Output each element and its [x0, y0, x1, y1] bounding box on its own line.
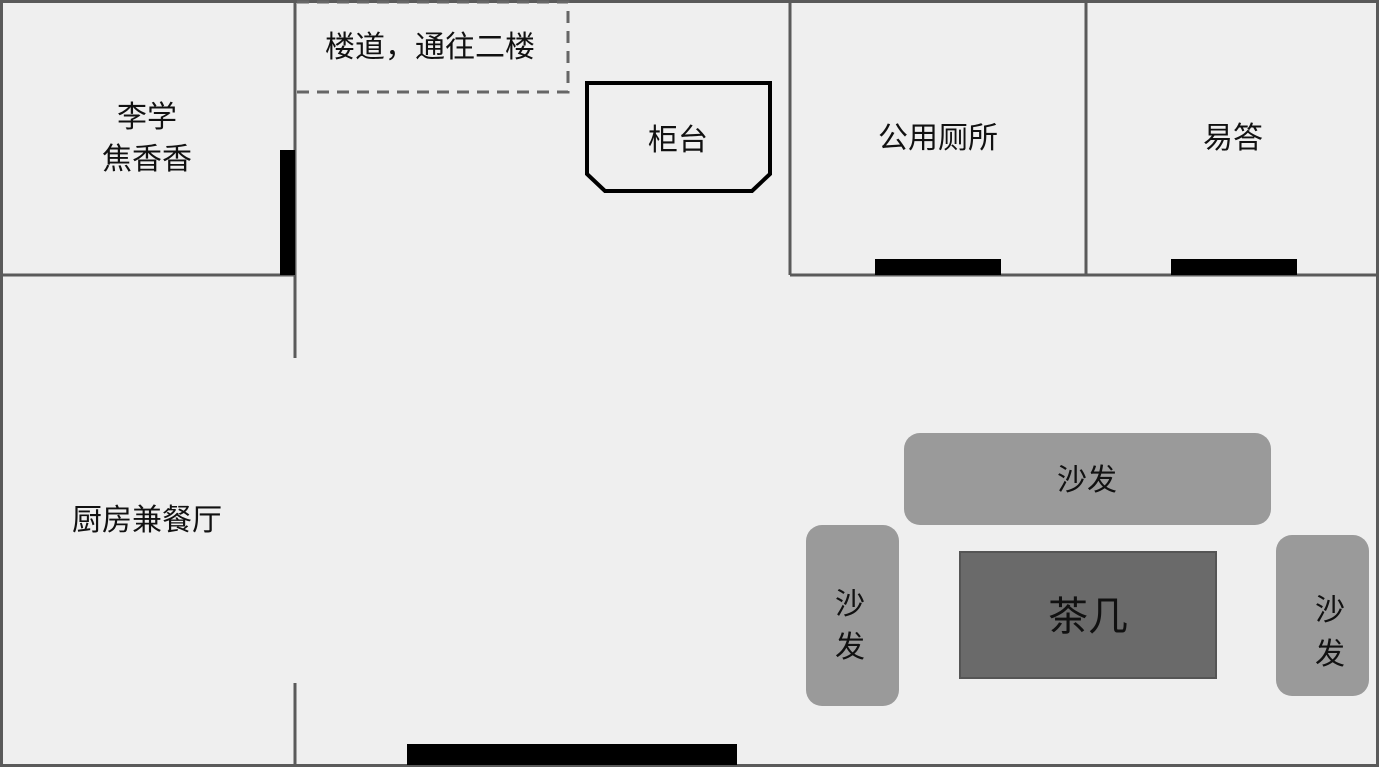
counter-label: 柜台: [648, 123, 708, 158]
sofa-top-label: 沙发: [1057, 463, 1117, 498]
door-main-entrance: [407, 744, 737, 765]
sofa-right: [1276, 535, 1369, 696]
public-toilet-label: 公用厕所: [878, 121, 998, 156]
bedroom-label-line2: 焦香香: [102, 142, 192, 177]
sofa-right-label-line2: 发: [1315, 637, 1345, 672]
kitchen-dining-label: 厨房兼餐厅: [72, 503, 222, 538]
yida-label: 易答: [1203, 121, 1263, 156]
stairway-label: 楼道，通往二楼: [325, 30, 535, 65]
counter-outline: [585, 81, 772, 193]
sofa-left: [806, 525, 899, 706]
coffee-table: [959, 551, 1217, 679]
door-public-toilet: [875, 259, 1001, 275]
door-yida: [1171, 259, 1297, 275]
sofa-right-label-line1: 沙: [1315, 593, 1345, 628]
sofa-top: [904, 433, 1271, 525]
sofa-left-label-line2: 发: [835, 630, 865, 665]
coffee-table-label: 茶几: [1048, 594, 1128, 640]
sofa-left-label-line1: 沙: [835, 587, 865, 622]
door-bedroom: [280, 150, 295, 275]
bedroom-label-line1: 李学: [117, 100, 177, 135]
